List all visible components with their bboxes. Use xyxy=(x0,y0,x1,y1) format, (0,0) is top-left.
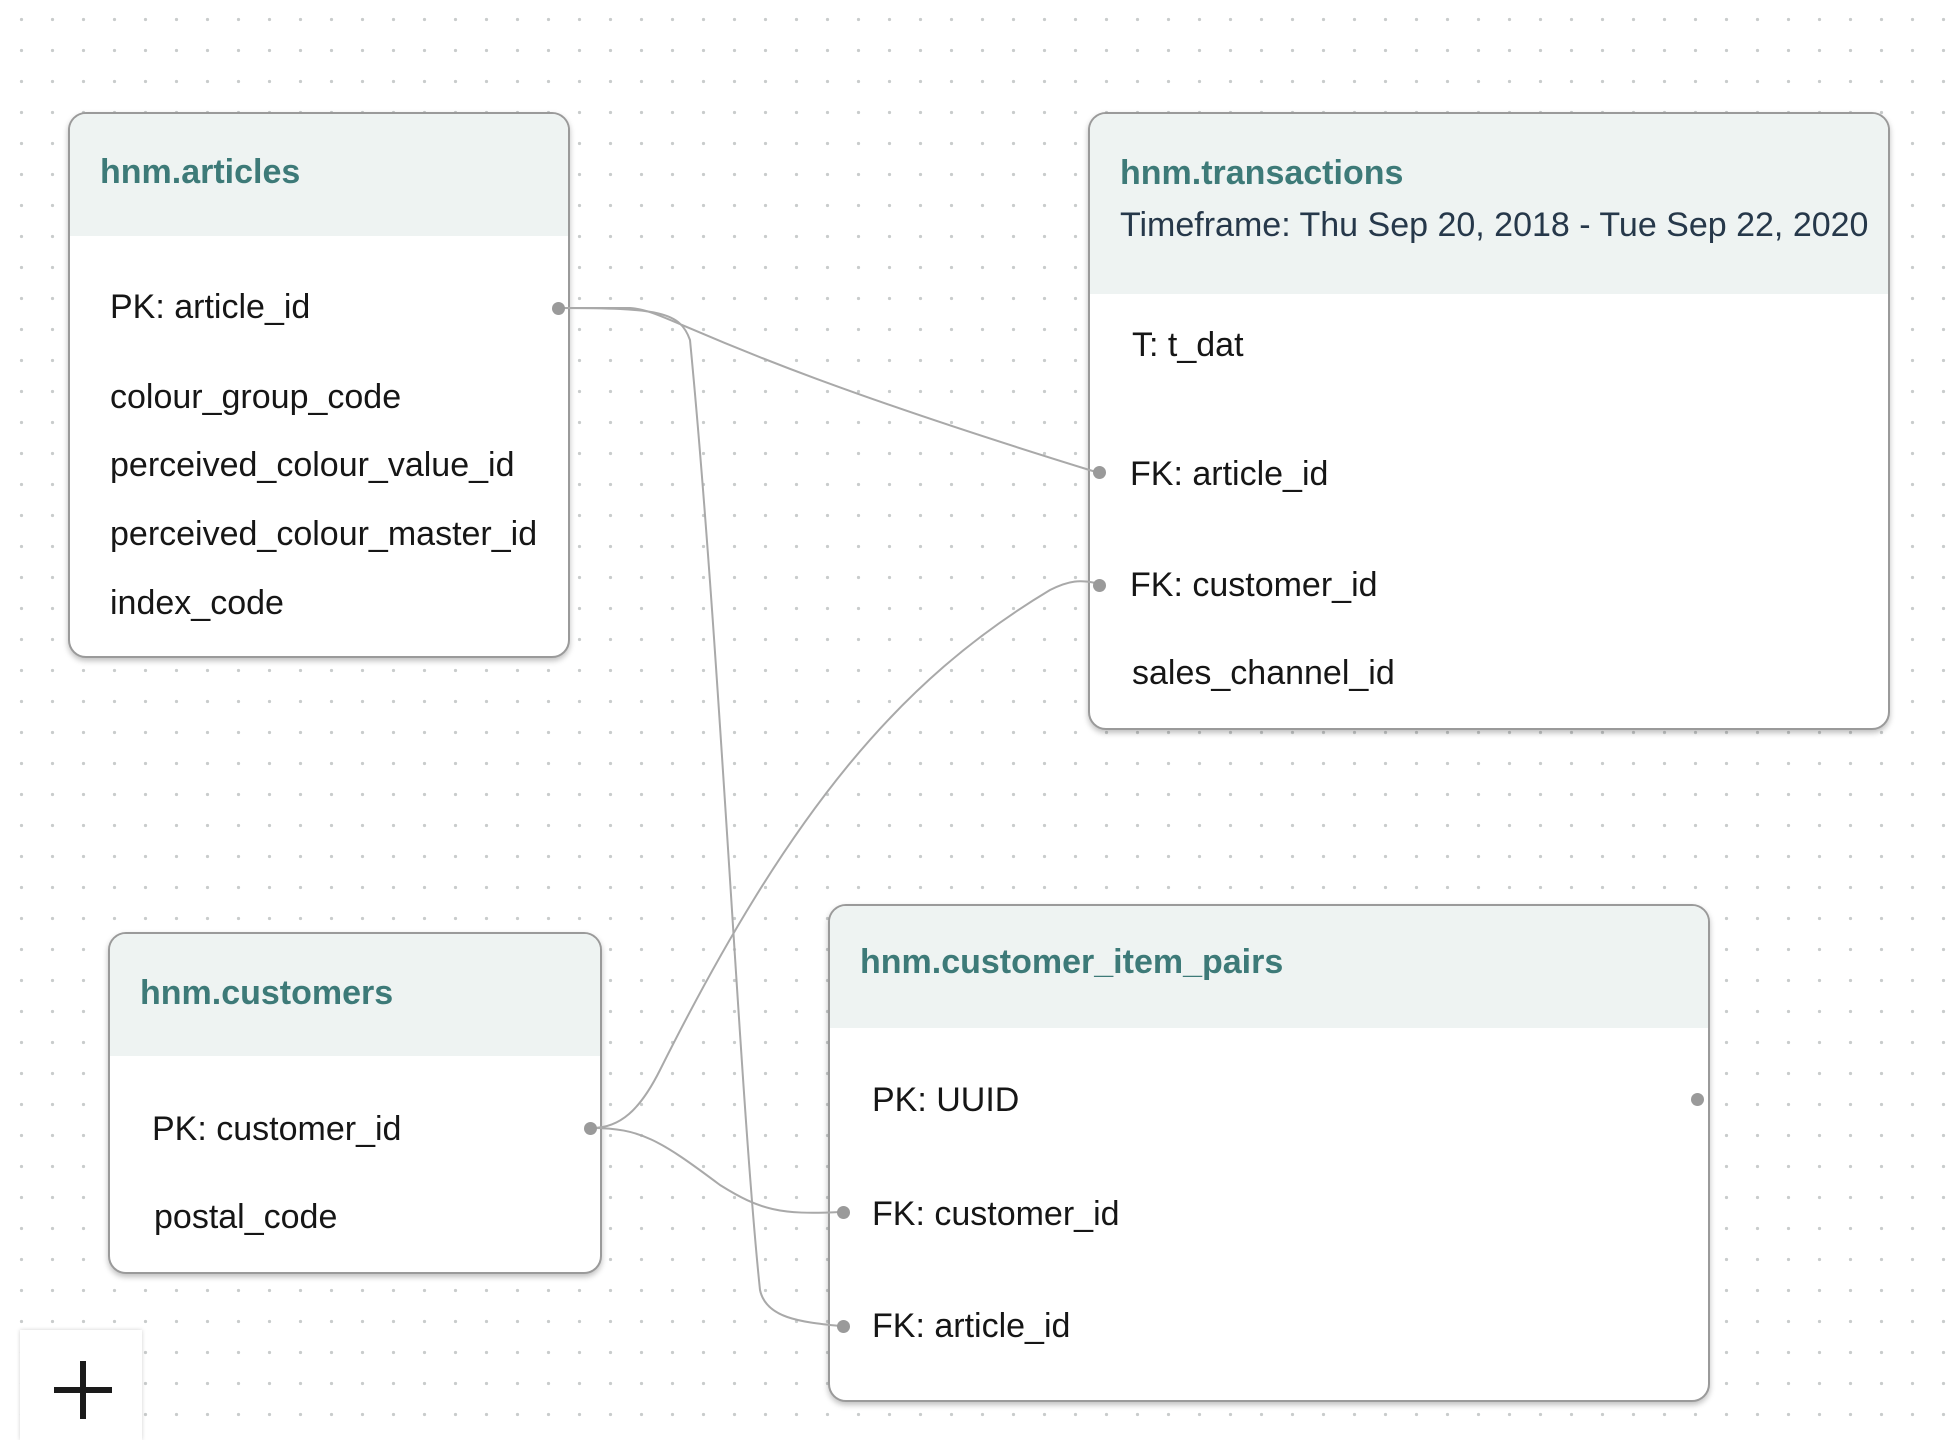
handle-customers-customer-id[interactable] xyxy=(583,1121,597,1135)
table-articles[interactable]: hnm.articles PK: article_id colour_group… xyxy=(68,112,570,658)
handle-customer-item-pairs-article-id[interactable] xyxy=(836,1319,850,1333)
table-customer-item-pairs[interactable]: hnm.customer_item_pairs PK: UUID FK: cus… xyxy=(828,904,1710,1402)
field-customer-id: FK: customer_id xyxy=(1130,566,1378,604)
table-name: hnm.transactions xyxy=(1120,154,1404,192)
handle-transactions-customer-id[interactable] xyxy=(1092,578,1106,592)
field-uuid: PK: UUID xyxy=(872,1081,1020,1119)
field-perceived-colour-master-id: perceived_colour_master_id xyxy=(110,515,538,553)
table-name: hnm.articles xyxy=(100,153,301,191)
table-header: hnm.customers xyxy=(110,934,600,1056)
field-article-id: PK: article_id xyxy=(110,288,311,326)
table-name: hnm.customer_item_pairs xyxy=(860,943,1284,981)
table-header: hnm.customer_item_pairs xyxy=(830,906,1708,1028)
handle-articles-article-id[interactable] xyxy=(551,301,565,315)
edge-customers-customer-id-to-customer-item-pairs-customer-id xyxy=(591,1127,841,1214)
field-colour-group-code: colour_group_code xyxy=(110,378,402,416)
handle-customer-item-pairs-uuid[interactable] xyxy=(1690,1092,1704,1106)
field-customer-id: PK: customer_id xyxy=(152,1110,402,1148)
field-article-id: FK: article_id xyxy=(872,1307,1071,1345)
zoom-in-button[interactable] xyxy=(20,1330,142,1440)
edge-articles-article-id-to-transactions-article-id xyxy=(558,307,1097,473)
field-perceived-colour-value-id: perceived_colour_value_id xyxy=(110,446,515,484)
table-header: hnm.transactions Timeframe: Thu Sep 20, … xyxy=(1090,114,1888,294)
handle-transactions-article-id[interactable] xyxy=(1092,465,1106,479)
handle-customer-item-pairs-customer-id[interactable] xyxy=(836,1205,850,1219)
table-transactions[interactable]: hnm.transactions Timeframe: Thu Sep 20, … xyxy=(1088,112,1890,730)
field-sales-channel-id: sales_channel_id xyxy=(1132,654,1395,692)
table-customers[interactable]: hnm.customers PK: customer_id postal_cod… xyxy=(108,932,602,1274)
field-article-id: FK: article_id xyxy=(1130,455,1329,493)
field-t-dat: T: t_dat xyxy=(1132,326,1244,364)
table-name: hnm.customers xyxy=(140,974,394,1012)
table-timeframe: Timeframe: Thu Sep 20, 2018 - Tue Sep 22… xyxy=(1120,206,1869,244)
field-postal-code: postal_code xyxy=(154,1198,338,1236)
field-index-code: index_code xyxy=(110,584,284,622)
field-customer-id: FK: customer_id xyxy=(872,1195,1120,1233)
table-header: hnm.articles xyxy=(70,114,568,236)
